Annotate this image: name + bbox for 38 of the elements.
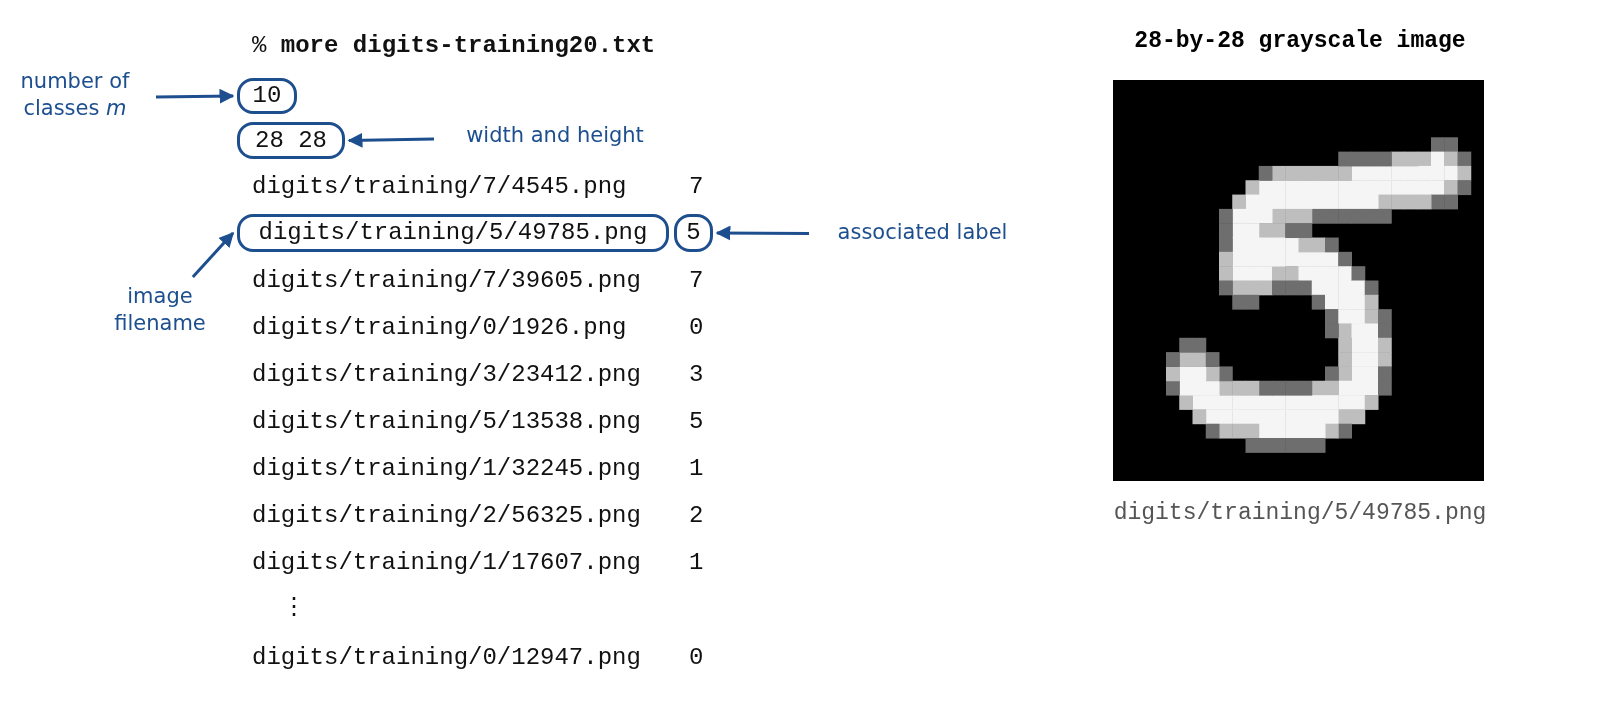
label-value: 7	[689, 269, 704, 293]
file-text: digits/training/1/17607.png	[252, 551, 641, 575]
label-value: 0	[689, 646, 704, 670]
file-text: digits/training/7/39605.png	[252, 269, 641, 293]
highlight-outline	[674, 214, 713, 252]
label-value: 7	[689, 175, 704, 199]
file-text: digits/training/0/12947.png	[252, 646, 641, 670]
command-text: % more digits-training20.txt	[252, 34, 656, 58]
annotation-text: number of classes m	[0, 68, 150, 128]
file-text: 10	[252, 84, 282, 108]
label-value: 3	[689, 363, 704, 387]
file-text: digits/training/5/13538.png	[252, 410, 641, 434]
label-value: 5	[689, 410, 704, 434]
file-text: digits/training/7/4545.png	[252, 175, 627, 199]
file-text: digits/training/5/49785.png	[258, 221, 648, 245]
ellipsis: ⋮	[282, 596, 306, 620]
annotation-text: image filename	[85, 283, 235, 343]
label-value: 1	[689, 457, 704, 481]
label-value: 1	[689, 551, 704, 575]
image-caption: digits/training/5/49785.png	[1112, 500, 1488, 526]
highlight-outline	[237, 214, 669, 252]
label-value: 2	[689, 504, 704, 528]
arrow	[191, 231, 235, 278]
highlight-outline	[237, 78, 297, 114]
file-text: digits/training/1/32245.png	[252, 457, 641, 481]
file-text: digits/training/2/56325.png	[252, 504, 641, 528]
annotation-text: width and height	[440, 122, 670, 152]
file-text: 5	[686, 221, 701, 245]
file-text: digits/training/0/1926.png	[252, 316, 627, 340]
file-text: 28 28	[255, 128, 327, 153]
annotation-text: associated label	[815, 219, 1030, 249]
label-value: 0	[689, 316, 704, 340]
image-title: 28-by-28 grayscale image	[1133, 28, 1467, 54]
highlight-outline	[237, 122, 345, 159]
arrow	[715, 225, 809, 241]
arrow	[155, 88, 235, 104]
arrow	[347, 132, 435, 148]
file-text: digits/training/3/23412.png	[252, 363, 641, 387]
